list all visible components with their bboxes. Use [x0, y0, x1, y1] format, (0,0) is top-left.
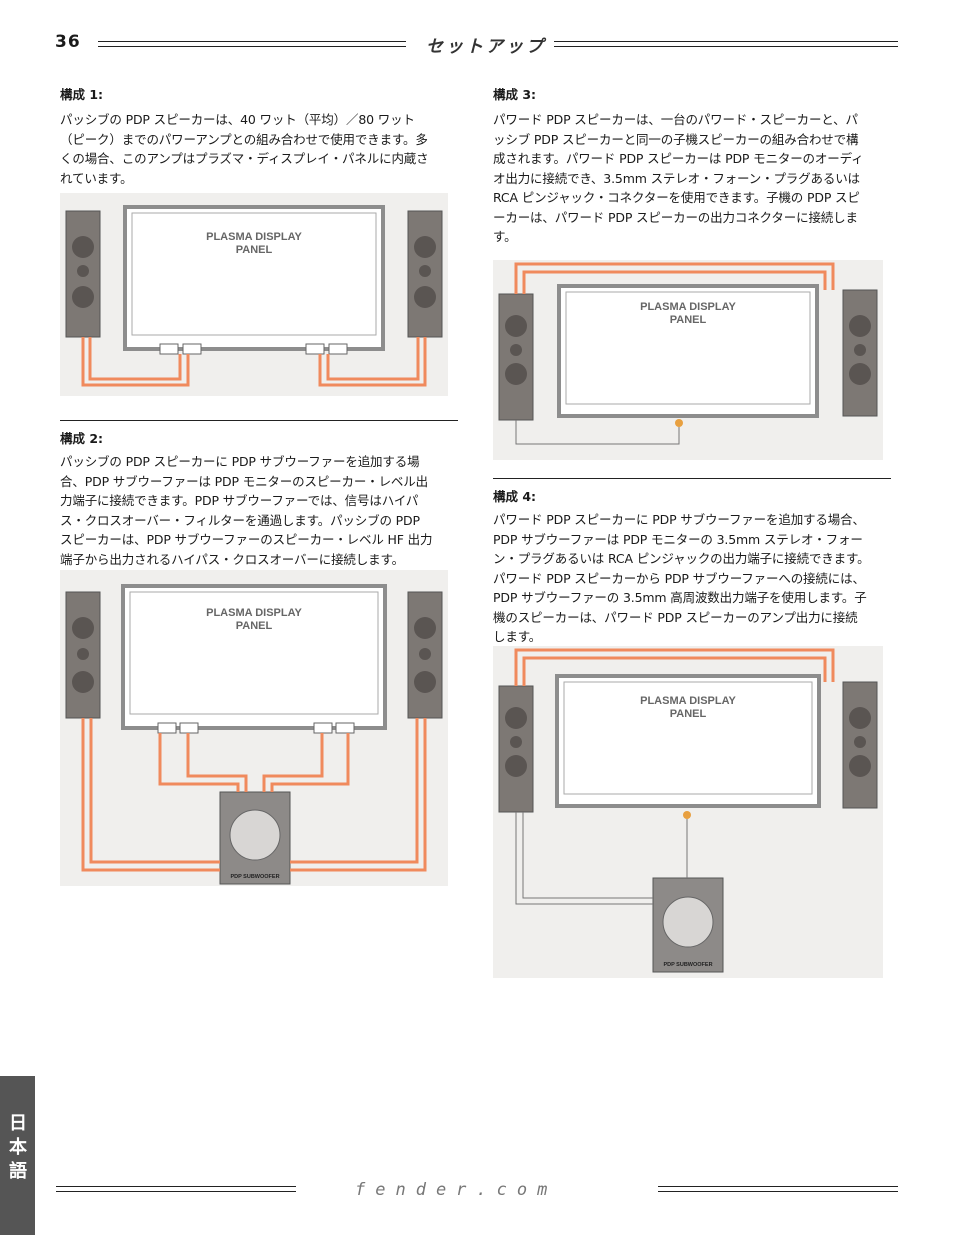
- config1-heading: 構成 1:: [60, 87, 104, 102]
- page-number: 36: [55, 32, 81, 52]
- panel-label-1: PLASMA DISPLAY: [640, 301, 736, 313]
- config2-text: パッシブの PDP スピーカーに PDP サブウーファーを追加する場 合、PDP…: [60, 454, 433, 567]
- footer-url[interactable]: fender.com: [355, 1180, 558, 1200]
- panel-label-1: PLASMA DISPLAY: [206, 231, 302, 243]
- config1-diagram: PLASMA DISPLAY PANEL: [60, 193, 448, 396]
- config2-separator: [60, 420, 458, 421]
- header-rule-right: [554, 41, 898, 47]
- panel-label-2: PANEL: [236, 620, 273, 632]
- footer-rule-left: [56, 1186, 296, 1192]
- config4-separator: [493, 478, 891, 479]
- panel-label-2: PANEL: [236, 244, 273, 256]
- config4-heading: 構成 4:: [493, 489, 537, 504]
- footer-rule-right: [658, 1186, 898, 1192]
- config1-text: パッシブの PDP スピーカーは、40 ワット（平均）／80 ワット （ピーク）…: [60, 112, 429, 186]
- language-tab[interactable]: [0, 1076, 35, 1235]
- config3-diagram: PLASMA DISPLAY PANEL: [493, 260, 883, 460]
- language-tab-label: 日 本 語: [9, 1113, 27, 1182]
- header-rule-left: [98, 41, 406, 47]
- panel-label-1: PLASMA DISPLAY: [206, 607, 302, 619]
- config4-text: パワード PDP スピーカーに PDP サブウーファーを追加する場合、 PDP …: [493, 512, 870, 644]
- config3-text: パワード PDP スピーカーは、一台のパワード・スピーカーと、パ ッシブ PDP…: [493, 112, 864, 244]
- panel-label-2: PANEL: [670, 314, 707, 326]
- subwoofer-label: PDP SUBWOOFER: [230, 874, 279, 880]
- config2-diagram: PLASMA DISPLAY PANEL PDP SUBWOOFER: [60, 570, 448, 886]
- section-title: セットアップ: [426, 37, 546, 57]
- config3-heading: 構成 3:: [493, 87, 537, 102]
- panel-label-1: PLASMA DISPLAY: [640, 695, 736, 707]
- config2-heading: 構成 2:: [60, 431, 104, 446]
- config4-diagram: PLASMA DISPLAY PANEL PDP SUBWOOFER: [493, 646, 883, 978]
- subwoofer-label: PDP SUBWOOFER: [663, 962, 712, 968]
- panel-label-2: PANEL: [670, 708, 707, 720]
